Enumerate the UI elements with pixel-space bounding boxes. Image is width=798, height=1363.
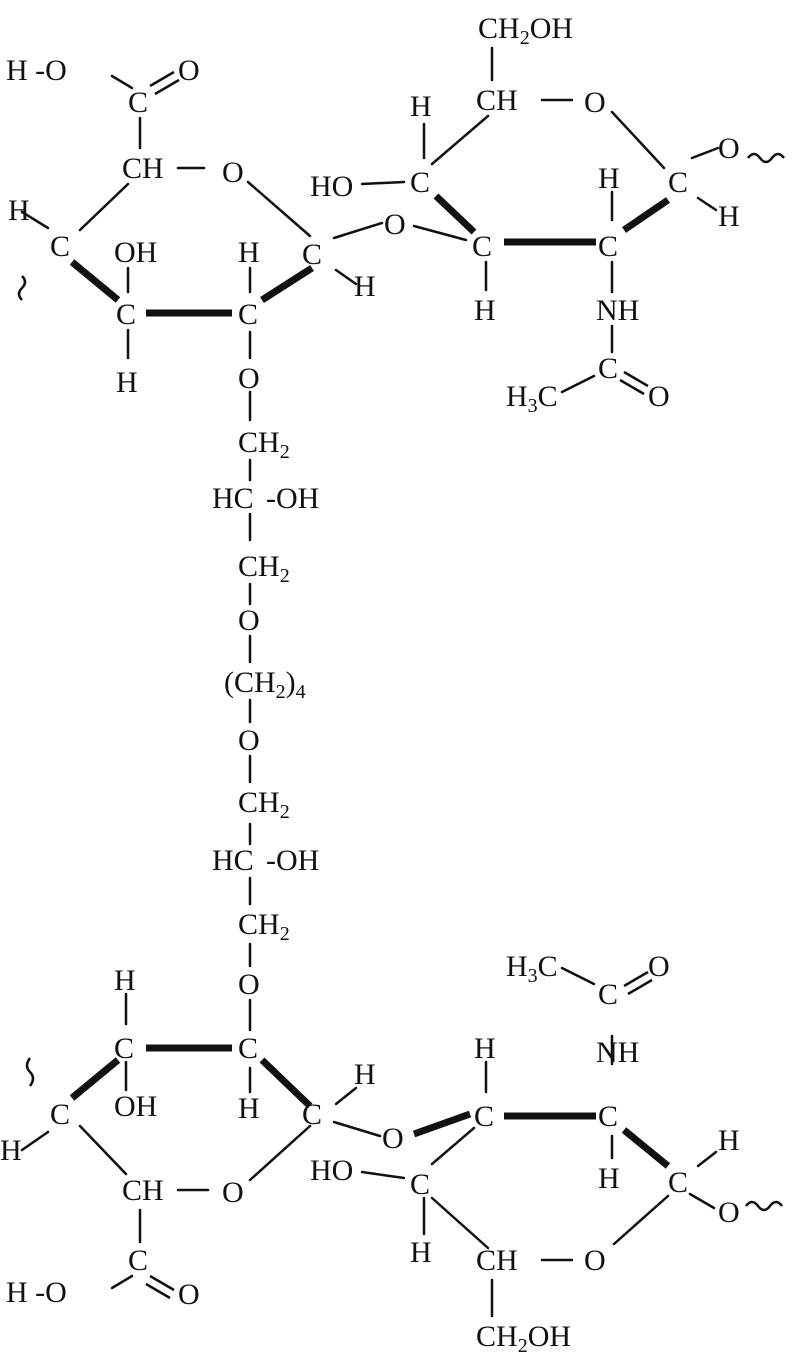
bottom-carboxyl-oh-label: H -O (6, 1276, 67, 1309)
ring-a-c4-label: C (50, 230, 70, 263)
carboxyl-oh-label: H -O (6, 54, 67, 87)
glycosidic-oxygen-bottom-label: O (382, 1122, 404, 1155)
ring-d-nh-label: NH (596, 1036, 639, 1069)
glycosidic-oxygen-top-label: O (384, 208, 406, 241)
ring-a-c2-label: C (238, 298, 258, 331)
ring-d-c2-label: C (598, 1100, 618, 1133)
ring-d-ho3-label: HO (310, 1154, 353, 1187)
ring-b-c2-label: C (598, 230, 618, 263)
ring-b-methyl-label: H3C (506, 380, 558, 417)
ring-b-ch2oh-label: CH2OH (478, 12, 573, 49)
ring-a-h1-label: H (354, 270, 376, 303)
ring-b-h4-label: H (474, 294, 496, 327)
ring-d-c3-label: C (410, 1168, 430, 1201)
ring-b-oxygen-label: O (584, 86, 606, 119)
linker-ch2-3-label: CH2 (238, 786, 290, 823)
labels-top: H -O O C CH O H C OH C H H C O C H O CH2… (6, 12, 740, 417)
ring-c-c2-label: C (238, 1032, 258, 1065)
ring-b-acetyl-oxygen-label: O (648, 380, 670, 413)
ring-d-ch2oh-label: CH2OH (476, 1320, 571, 1357)
ring-c-ch-label: CH (122, 1174, 164, 1207)
ring-a-oxygen-label: O (222, 156, 244, 189)
ring-d-c1-label: C (668, 1166, 688, 1199)
ring-c-h1-label: H (354, 1058, 376, 1091)
linker-ch2-2-label: CH2 (238, 550, 290, 587)
bonds-bottom (20, 966, 783, 1318)
ring-b-ho3-label: HO (310, 170, 353, 203)
linker-ch2-5-label: CH2 (238, 908, 290, 945)
ring-d-o1-label: O (718, 1196, 740, 1229)
ring-b-h1-label: H (718, 200, 740, 233)
ring-d-h2-label: H (598, 1162, 620, 1195)
labels-linker: CH2 HC -OH CH2 O (CH2)4 O CH2 HC -OH CH2… (212, 426, 319, 1001)
ring-d-ch-label: CH (476, 1244, 518, 1277)
ring-c-h4-label: H (0, 1134, 22, 1167)
ring-d-h3-label: H (410, 1236, 432, 1269)
ring-a-h4-label: H (8, 194, 30, 227)
labels-bottom: H C OH C H C H C H CH O C H -O O O H C C… (0, 950, 740, 1357)
ring-c-c1-label: C (302, 1098, 322, 1131)
ring-c-c3-label: C (114, 1032, 134, 1065)
linker-oh-2-label: -OH (266, 844, 319, 877)
ring-c-oxygen-label: O (222, 1176, 244, 1209)
linker-hc-1-label: HC (212, 482, 254, 515)
linker-oh-1-label: -OH (266, 482, 319, 515)
ring-b-acetyl-carbon-label: C (598, 352, 618, 385)
ring-a-oh3-label: OH (114, 236, 157, 269)
ring-b-c1-label: C (668, 166, 688, 199)
ring-b-nh-label: NH (596, 294, 639, 327)
ring-b-o1-label: O (718, 132, 740, 165)
ring-b-h3-label: H (410, 90, 432, 123)
bottom-carboxyl-oxygen-label: O (178, 1278, 200, 1311)
ring-b-c4-label: C (472, 230, 492, 263)
ring-d-h1-label: H (718, 1124, 740, 1157)
linker-hc-2-label: HC (212, 844, 254, 877)
bonds-top (17, 46, 785, 396)
ring-b-c3-label: C (410, 166, 430, 199)
linker-ch2-1-label: CH2 (238, 426, 290, 463)
ring-a-h2-label: H (238, 236, 260, 269)
ring-c-o2-label: O (238, 968, 260, 1001)
linker-oxygen-1-label: O (238, 604, 260, 637)
linker-ch2-4-label: (CH2)4 (224, 666, 306, 703)
ring-d-c4-label: C (474, 1100, 494, 1133)
ring-b-ch-label: CH (476, 84, 518, 117)
ring-c-h3-label: H (114, 964, 136, 997)
ring-a-ch-label: CH (122, 152, 164, 185)
ring-d-acetyl-oxygen-label: O (648, 950, 670, 983)
linker-oxygen-2-label: O (238, 724, 260, 757)
ring-d-h4-label: H (474, 1032, 496, 1065)
ring-c-c4-label: C (50, 1098, 70, 1131)
ring-b-h2-label: H (598, 162, 620, 195)
ring-d-acetyl-carbon-label: C (598, 978, 618, 1011)
ring-a-h3-label: H (116, 366, 138, 399)
ring-a-c1-label: C (302, 238, 322, 271)
bottom-carboxyl-carbon-label: C (128, 1244, 148, 1277)
ring-a-c3-label: C (116, 298, 136, 331)
ring-d-methyl-label: H3C (506, 950, 558, 987)
carboxyl-carbon-label: C (128, 86, 148, 119)
ring-c-h2-label: H (238, 1092, 260, 1125)
ring-a-o2-label: O (238, 362, 260, 395)
ring-c-oh3-label: OH (114, 1090, 157, 1123)
carboxyl-oxygen-label: O (178, 54, 200, 87)
ring-d-oxygen-label: O (584, 1244, 606, 1277)
